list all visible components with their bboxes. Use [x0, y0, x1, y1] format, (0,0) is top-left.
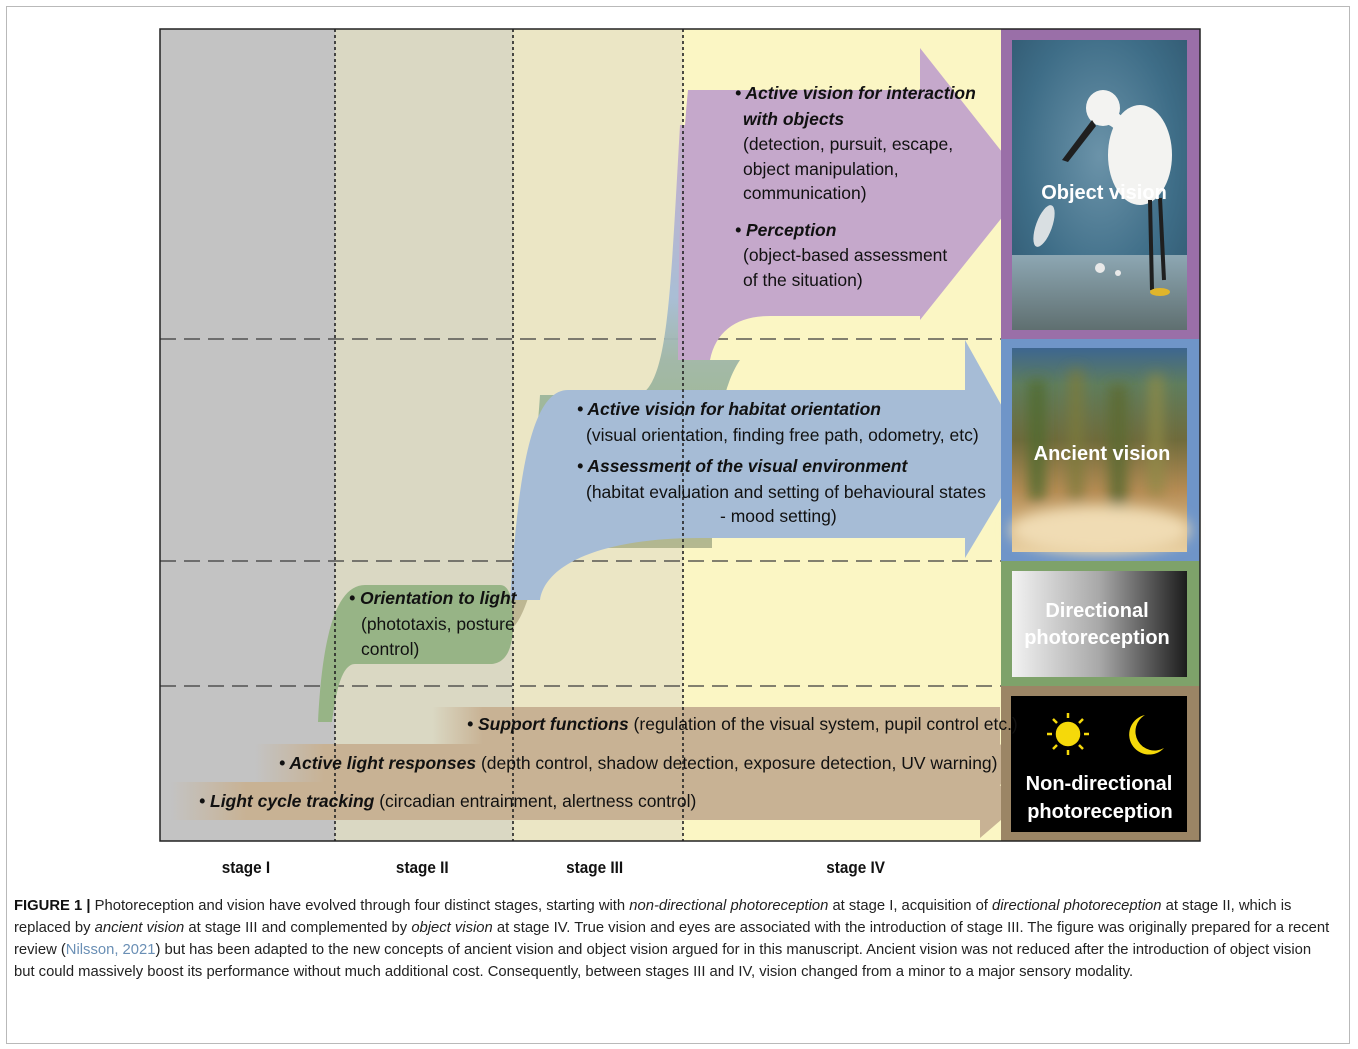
perception-desc2: of the situation): [743, 270, 863, 290]
object-vision-arrow: [678, 48, 1028, 360]
diagram-border: [159, 28, 1201, 842]
stage-label-3: stage III: [566, 858, 624, 877]
panel-ancient-vision: Ancient vision: [1034, 443, 1171, 465]
support-functions-arrow: [432, 707, 1000, 744]
bullet-active-vision-objects: • Active vision for interaction: [735, 83, 976, 103]
stage-2-background: [335, 29, 513, 841]
figure-caption: FIGURE 1 | Photoreception and vision hav…: [14, 895, 1334, 983]
orientation-desc1: (phototaxis, posture: [361, 614, 515, 634]
arrow-shapes: [170, 48, 1028, 838]
bullet-active-light-responses: • Active light responses (depth control,…: [279, 753, 998, 773]
caption-text: Photoreception and vision have evolved t…: [90, 898, 630, 914]
caption-label: FIGURE 1 |: [14, 898, 91, 914]
active-light-arrow: [255, 730, 1028, 800]
active-vision-objects-desc3: communication): [743, 183, 867, 203]
caption-emphasis: object vision: [411, 920, 493, 936]
stage-1-background: [160, 29, 335, 841]
blurred-habitat-photo: [1010, 370, 1190, 554]
assessment-desc2: - mood setting): [720, 506, 837, 526]
active-vision-objects-desc2: object manipulation,: [743, 159, 899, 179]
perception-desc1: (object-based assessment: [743, 245, 947, 265]
stage-label-1: stage I: [221, 858, 271, 877]
directional-arrow: [318, 585, 513, 722]
bullet-active-vision-habitat: • Active vision for habitat orientation: [577, 399, 881, 419]
ancient-vision-panel: [1001, 339, 1200, 561]
panel-non-directional-line2: photoreception: [1027, 801, 1173, 823]
non-directional-panel: [1001, 686, 1200, 841]
caption-text: at stage I, acquisition of: [828, 898, 993, 914]
bullet-orientation-to-light: • Orientation to light: [349, 588, 518, 608]
orientation-desc2: control): [361, 639, 419, 659]
active-vision-habitat-desc: (visual orientation, finding free path, …: [586, 425, 979, 445]
panel-non-directional-line1: Non-directional: [1026, 773, 1173, 795]
panel-directional-line2: photoreception: [1024, 627, 1170, 649]
stage-label-4: stage IV: [826, 858, 885, 877]
caption-text: at stage IV. True vision and eyes are as…: [14, 920, 1330, 958]
bullet-support-functions: • Support functions (regulation of the v…: [467, 714, 1018, 734]
panel-object-vision: Object vision: [1041, 182, 1167, 204]
caption-text: ) but has been adapted to the new concep…: [14, 942, 1312, 980]
ancient-vision-arrow: [510, 340, 1028, 600]
moon-icon: [1129, 715, 1164, 755]
caption-emphasis: non-directional photoreception: [629, 898, 829, 914]
caption-text: at stage III and complemented by: [184, 920, 412, 936]
citation-link[interactable]: Nilsson, 2021: [65, 942, 156, 958]
evolution-diagram: Object vision Ancient vision Directional…: [159, 28, 1201, 842]
bullet-assessment: • Assessment of the visual environment: [577, 456, 908, 476]
caption-text: at stage II, which is replaced by: [14, 898, 1292, 936]
sun-icon: [1047, 713, 1089, 755]
object-vision-panel: [1001, 29, 1200, 339]
panel-directional-line1: Directional: [1045, 600, 1148, 622]
light-cycle-arrow: [170, 770, 1022, 838]
bullet-perception: • Perception: [735, 220, 836, 240]
directional-panel: [1001, 561, 1200, 686]
active-vision-objects-desc1: (detection, pursuit, escape,: [743, 134, 953, 154]
caption-emphasis: ancient vision: [94, 920, 185, 936]
bullet-light-cycle-tracking: • Light cycle tracking (circadian entrai…: [199, 791, 696, 811]
stage-label-2: stage II: [395, 858, 449, 877]
caption-emphasis: directional photoreception: [992, 898, 1162, 914]
assessment-desc1: (habitat evaluation and setting of behav…: [586, 482, 986, 502]
active-vision-objects-line2: with objects: [743, 109, 844, 129]
